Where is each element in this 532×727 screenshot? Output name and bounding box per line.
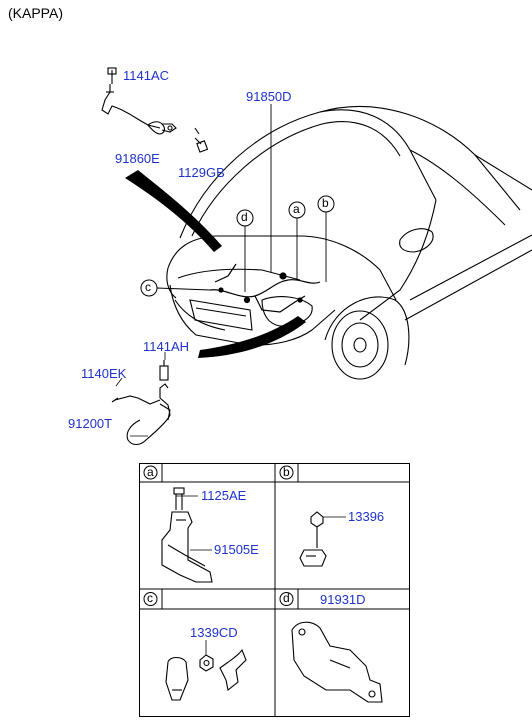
part-label-bracket-bolt[interactable]: 1140EK	[81, 366, 127, 381]
callout-leaders	[156, 104, 327, 292]
pointer-arrow-top	[125, 170, 222, 252]
detail-c-drawing	[165, 648, 247, 701]
detail-d-drawing	[291, 621, 383, 703]
variant-label: (KAPPA)	[8, 5, 63, 21]
ground-screw-part	[194, 127, 209, 153]
part-label-ground-screw[interactable]: 1129GB	[178, 165, 225, 180]
detail-cell-letter-c: c	[147, 591, 153, 605]
part-label-front-ground-cable[interactable]: 91200T	[68, 416, 113, 431]
part-label-detail-d-protector[interactable]: 91931D	[320, 592, 366, 607]
label-leaders	[115, 352, 346, 655]
detail-b-drawing	[299, 511, 327, 567]
part-label-ground-bolt-front[interactable]: 1141AH	[143, 339, 190, 354]
detail-cell-letter-d: d	[283, 591, 290, 605]
detail-cell-circles	[143, 465, 294, 606]
callout-circle-a	[288, 201, 306, 219]
part-label-battery-cable[interactable]: 91860E	[115, 151, 160, 166]
pointer-arrow-bottom	[198, 316, 306, 358]
callout-circle-d	[236, 209, 254, 227]
part-label-detail-a-bolt[interactable]: 1125AE	[201, 488, 247, 503]
callout-letter-b[interactable]: b	[322, 196, 329, 210]
detail-table	[139, 463, 410, 717]
callout-letter-d[interactable]: d	[241, 210, 248, 224]
part-label-detail-c-nut[interactable]: 1339CD	[190, 625, 238, 640]
detail-a-drawing	[161, 487, 213, 583]
callout-circle-b	[317, 195, 335, 213]
part-label-detail-b-nut[interactable]: 13396	[348, 509, 385, 524]
part-label-ground-bolt-top[interactable]: 1141AC	[123, 68, 170, 83]
engine-wiring-harness	[209, 263, 321, 313]
vehicle-body-outline	[166, 105, 532, 380]
battery-cable-part	[101, 67, 177, 135]
callout-circle-c	[140, 279, 158, 297]
callout-letter-a[interactable]: a	[293, 202, 300, 216]
part-label-wiring-harness[interactable]: 91850D	[246, 89, 292, 104]
callout-letter-c[interactable]: c	[145, 280, 151, 294]
front-ground-cable-part	[111, 360, 171, 446]
detail-cell-letter-a: a	[147, 465, 154, 479]
detail-cell-letter-b: b	[283, 465, 290, 479]
part-label-detail-a-bracket[interactable]: 91505E	[214, 542, 259, 557]
